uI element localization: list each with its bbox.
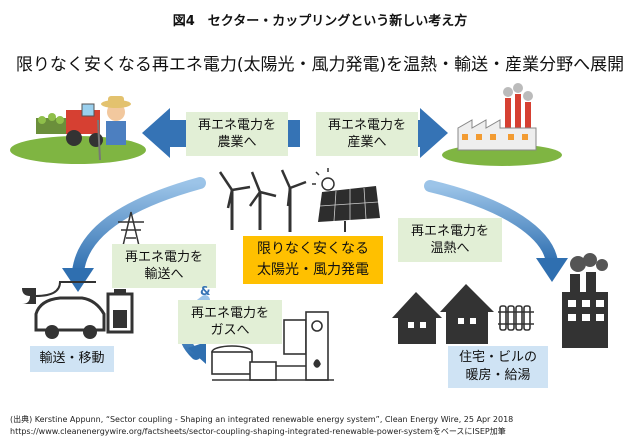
sector-buildings-line2: 暖房・給湯 xyxy=(465,368,531,383)
source-line2: https://www.cleanenergywire.org/factshee… xyxy=(10,427,506,436)
sector-buildings-line1: 住宅・ビルの xyxy=(458,350,537,365)
gas-plant-icon xyxy=(211,311,334,381)
label-gas-line1: 再エネ電力を xyxy=(190,306,269,321)
radiator-icon xyxy=(498,305,534,331)
headline: 限りなく安くなる再エネ電力(太陽光・風力発電)を温熱・輸送・産業分野へ展開 xyxy=(15,55,625,75)
label-transport-line2: 輸送へ xyxy=(144,267,184,282)
label-agriculture: 再エネ電力を 農業へ xyxy=(186,112,288,156)
center-line2: 太陽光・風力発電 xyxy=(257,262,369,278)
label-heat-line2: 温熱へ xyxy=(430,241,470,256)
power-tower-icon xyxy=(118,211,144,251)
sector-buildings-label: 住宅・ビルの 暖房・給湯 xyxy=(448,346,548,388)
sector-mobility-text: 輸送・移動 xyxy=(39,351,105,366)
houses-icon xyxy=(392,284,494,344)
farmer-tractor-icon xyxy=(10,96,146,164)
label-heat-line1: 再エネ電力を xyxy=(410,224,489,239)
arrow-to-buildings xyxy=(424,180,568,282)
electric-car-icon xyxy=(22,281,106,339)
center-line1: 限りなく安くなる xyxy=(257,241,369,257)
label-gas-line2: ガスへ xyxy=(210,323,250,338)
label-industry: 再エネ電力を 産業へ xyxy=(316,112,418,156)
factory-icon xyxy=(442,83,562,166)
label-industry-line2: 産業へ xyxy=(347,135,387,150)
center-renewables-box: 限りなく安くなる 太陽光・風力発電 xyxy=(243,236,383,284)
label-heat: 再エネ電力を 温熱へ xyxy=(398,218,502,262)
battery-icon xyxy=(106,289,134,334)
figure-title: 図4 セクター・カップリングという新しい考え方 xyxy=(172,14,468,29)
label-gas: 再エネ電力を ガスへ xyxy=(178,300,282,344)
sector-mobility-label: 輸送・移動 xyxy=(30,346,114,372)
label-industry-line1: 再エネ電力を xyxy=(327,118,406,133)
arrow-to-mobility xyxy=(62,177,206,292)
label-agriculture-line1: 再エネ電力を xyxy=(197,118,276,133)
label-transport: 再エネ電力を 輸送へ xyxy=(112,244,216,288)
label-transport-line1: 再エネ電力を xyxy=(124,250,203,265)
wind-turbine-icon xyxy=(218,169,307,232)
ampersand: & xyxy=(200,284,211,298)
heat-plant-icon xyxy=(562,253,608,348)
source-line1: (出典) Kerstine Appunn, “Sector coupling -… xyxy=(10,415,514,424)
label-agriculture-line2: 農業へ xyxy=(217,135,257,150)
solar-panel-icon xyxy=(312,168,380,232)
